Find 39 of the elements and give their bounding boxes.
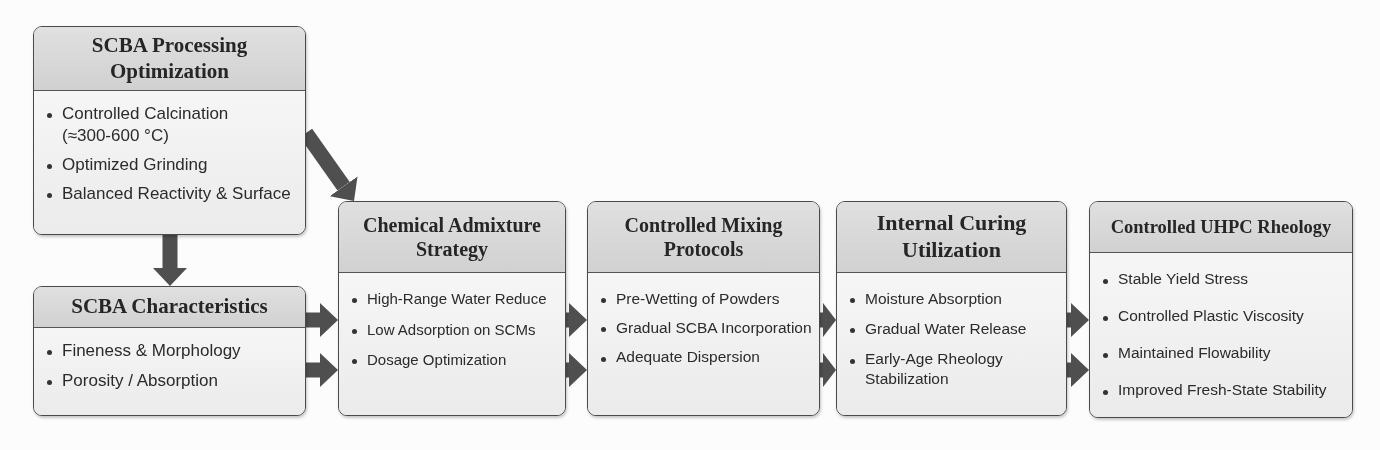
bullet-text: Low Adsorption on SCMs — [367, 319, 536, 339]
bullet-text: Improved Fresh-State Stability — [1118, 380, 1327, 401]
bullet-text: Pre-Wetting of Powders — [616, 289, 780, 309]
bullet-text: Porosity / Absorption — [62, 370, 218, 393]
bullet-text: Gradual Water Release — [865, 319, 1027, 340]
bullet-text: Optimized Grinding — [62, 154, 208, 177]
process-card — [1089, 201, 1353, 418]
arrow — [566, 353, 587, 387]
bullet-text: Controlled Plastic Viscosity — [1118, 306, 1304, 327]
bullet-text: Controlled Calcination (≈300-600 °C) — [62, 103, 230, 148]
card-title: Chemical Admixture Strategy — [362, 212, 542, 262]
bullet-text: Adequate Dispersion — [616, 347, 760, 368]
process-card — [836, 201, 1067, 416]
card-title: SCBA Processing Optimization — [90, 32, 249, 85]
card-title: Internal Curing Utilization — [875, 210, 1028, 264]
bullet-text: Balanced Reactivity & Surface — [62, 183, 291, 206]
arrow — [153, 235, 187, 286]
arrow — [566, 303, 587, 337]
bullet-text: Maintained Flowability — [1118, 343, 1271, 364]
arrow — [820, 303, 836, 337]
bullet-text: Dosage Optimization — [367, 350, 507, 370]
card-title: Controlled Mixing Protocols — [623, 212, 784, 262]
arrow — [306, 303, 338, 337]
bullet-text: Early-Age Rheology Stabilization — [865, 349, 1004, 390]
card-title: SCBA Characteristics — [71, 294, 268, 320]
bullet-text: High-Range Water Reduce — [367, 289, 547, 309]
process-card — [33, 286, 306, 416]
bullet-text: Gradual SCBA Incorporation — [616, 318, 812, 339]
process-card — [338, 201, 566, 416]
arrow — [1067, 353, 1089, 387]
process-card — [587, 201, 820, 416]
arrow — [306, 353, 338, 387]
arrow — [1067, 303, 1089, 337]
bullet-text: Stable Yield Stress — [1118, 269, 1249, 290]
process-card — [33, 26, 306, 235]
bullet-text: Moisture Absorption — [865, 289, 1002, 309]
card-title: Controlled UHPC Rheology — [1110, 215, 1332, 239]
bullet-text: Fineness & Morphology — [62, 340, 241, 362]
arrow — [820, 353, 836, 387]
